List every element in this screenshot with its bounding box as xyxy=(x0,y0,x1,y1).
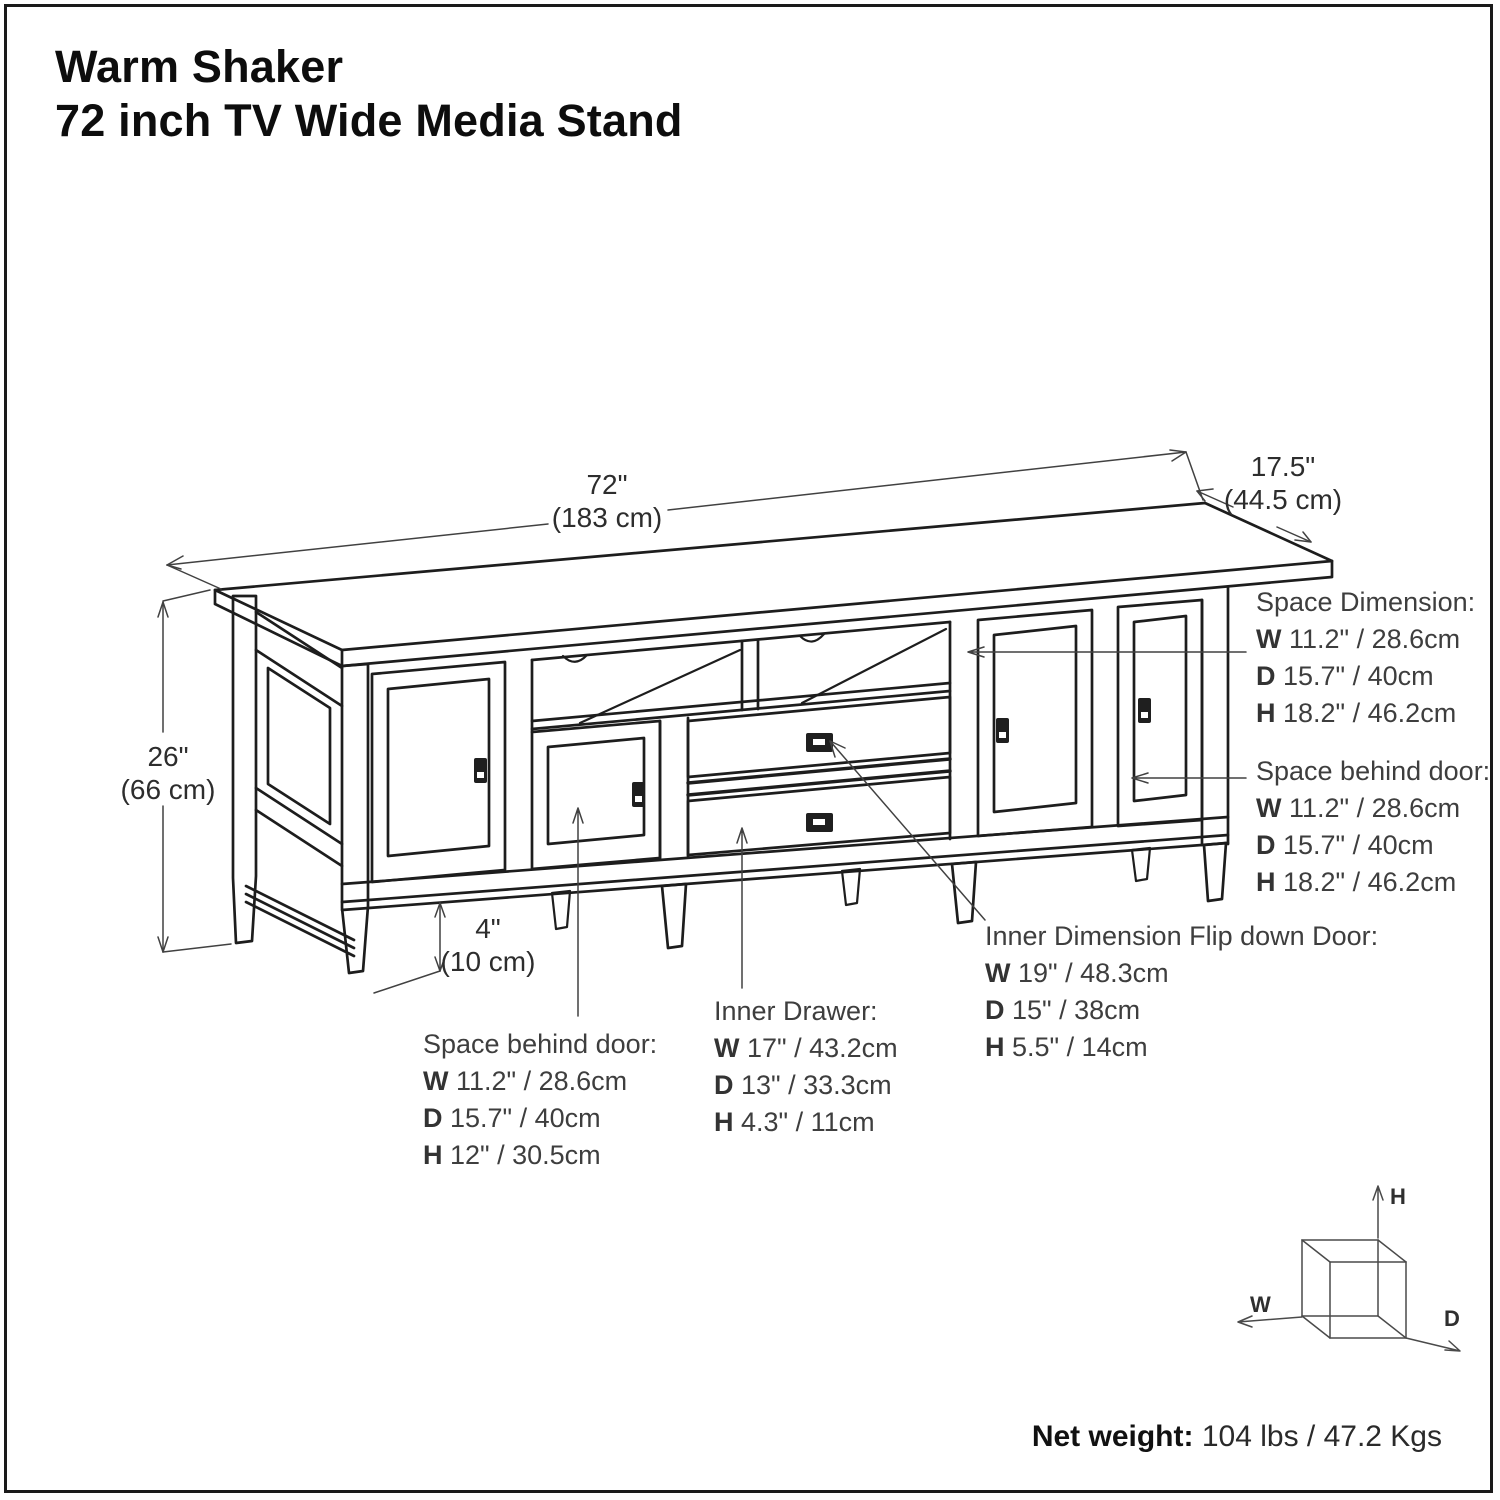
handle-slots xyxy=(477,712,1148,825)
dim-depth-metric: (44.5 cm) xyxy=(1223,484,1343,515)
inner-flip-down-door-block: Inner Dimension Flip down Door: W 19" / … xyxy=(985,918,1378,1066)
inner-flip-down-door-title: Inner Dimension Flip down Door: xyxy=(985,921,1379,951)
page-border xyxy=(4,4,1493,1493)
spec-row: H 5.5" / 14cm xyxy=(985,1032,1148,1062)
inner-drawer-block: Inner Drawer: W 17" / 43.2cm D 13" / 33.… xyxy=(714,993,898,1141)
net-weight: Net weight: 104 lbs / 47.2 Kgs xyxy=(1032,1420,1442,1454)
axis-label-d: D xyxy=(1444,1306,1460,1331)
spec-row: W 11.2" / 28.6cm xyxy=(1256,624,1461,654)
space-behind-door-right-title: Space behind door: xyxy=(1256,756,1491,786)
spec-row: W 11.2" / 28.6cm xyxy=(1256,793,1461,823)
space-behind-door-left-title: Space behind door: xyxy=(423,1029,658,1059)
dim-leg-metric: (10 cm) xyxy=(440,946,536,977)
inner-drawer-title: Inner Drawer: xyxy=(714,996,878,1026)
dim-height-label: 26" (66 cm) xyxy=(121,740,216,806)
axis-label-h: H xyxy=(1390,1184,1406,1209)
net-weight-value: 104 lbs / 47.2 Kgs xyxy=(1193,1420,1442,1453)
dim-width-label: 72" (183 cm) xyxy=(552,468,662,534)
spec-row: H 18.2" / 46.2cm xyxy=(1256,698,1457,728)
spec-row: W 19" / 48.3cm xyxy=(985,958,1169,988)
net-weight-label: Net weight: xyxy=(1031,1420,1194,1453)
dim-width-metric: (183 cm) xyxy=(551,502,663,533)
spec-row: H 4.3" / 11cm xyxy=(714,1107,875,1137)
space-behind-door-right-block: Space behind door: W 11.2" / 28.6cm D 15… xyxy=(1256,753,1490,901)
dimension-lines xyxy=(157,449,1312,1017)
spec-row: D 15.7" / 40cm xyxy=(1256,661,1434,691)
page-title-line2: 72 inch TV Wide Media Stand xyxy=(55,95,683,146)
spec-row: D 13" / 33.3cm xyxy=(714,1070,892,1100)
dim-leg-inches: 4" xyxy=(475,913,501,944)
dim-width-inches: 72" xyxy=(586,469,628,500)
media-stand-outline xyxy=(213,501,1334,975)
spec-row: H 18.2" / 46.2cm xyxy=(1256,867,1457,897)
dim-leg-height-label: 4" (10 cm) xyxy=(441,912,536,978)
spec-row: W 17" / 43.2cm xyxy=(714,1033,898,1063)
axis-cube-icon xyxy=(1237,1185,1461,1352)
axis-label-w: W xyxy=(1250,1292,1271,1317)
dim-depth-inches: 17.5" xyxy=(1250,451,1316,482)
space-dimension-block: Space Dimension: W 11.2" / 28.6cm D 15.7… xyxy=(1256,584,1475,732)
spec-row: D 15" / 38cm xyxy=(985,995,1141,1025)
dim-height-inches: 26" xyxy=(147,741,189,772)
dim-depth-label: 17.5" (44.5 cm) xyxy=(1224,450,1342,516)
spec-row: D 15.7" / 40cm xyxy=(1256,830,1434,860)
dim-height-metric: (66 cm) xyxy=(120,774,216,805)
page-title: Warm Shaker 72 inch TV Wide Media Stand xyxy=(55,40,683,148)
page-title-line1: Warm Shaker xyxy=(55,41,344,92)
spec-row: H 12" / 30.5cm xyxy=(423,1140,601,1170)
space-behind-door-left-block: Space behind door: W 11.2" / 28.6cm D 15… xyxy=(423,1026,657,1174)
spec-row: D 15.7" / 40cm xyxy=(423,1103,601,1133)
space-dimension-title: Space Dimension: xyxy=(1256,587,1476,617)
spec-row: W 11.2" / 28.6cm xyxy=(423,1066,628,1096)
